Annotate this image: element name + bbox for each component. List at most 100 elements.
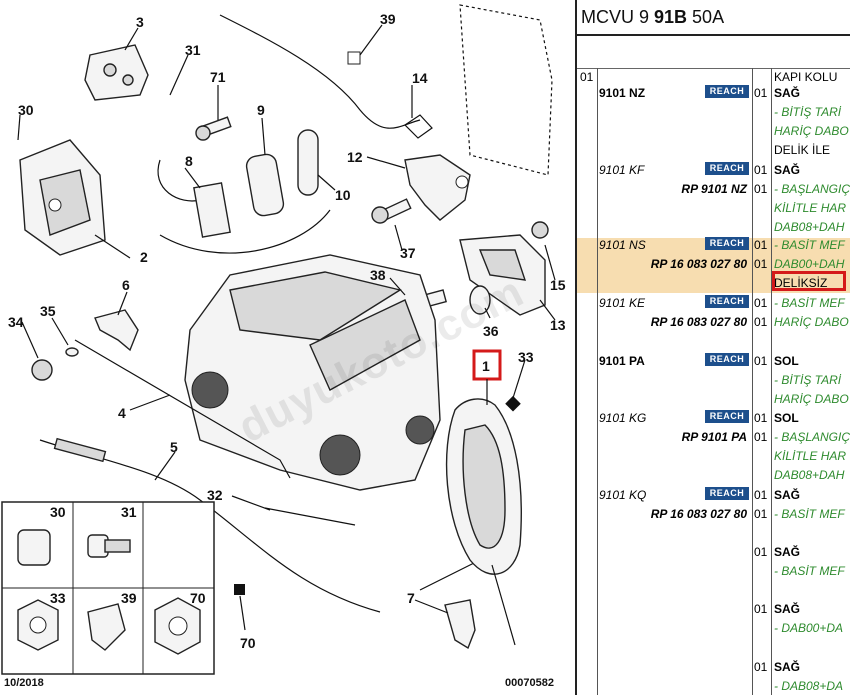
callout-9: 9	[257, 102, 265, 118]
seal-part-9	[245, 153, 285, 217]
qty: 01	[754, 411, 768, 425]
part-ref: 9101 KQ	[599, 488, 647, 502]
description-line: - BİTİŞ TARİ	[774, 105, 842, 119]
callout-12: 12	[347, 149, 363, 165]
description: SOL	[774, 411, 799, 425]
description: - BASİT MEF	[774, 238, 845, 252]
parts-table: MCVU 9 91B 50A 01 KAPI KOLU 9101 NZ REACH…	[575, 0, 850, 695]
description-line: - DAB00+DA	[774, 621, 844, 635]
description-line: - BASİT MEF	[774, 564, 845, 578]
replacement-qty: 01	[754, 507, 768, 521]
callout-34: 34	[8, 314, 24, 330]
description-line: KİLİTLE HAR	[774, 449, 847, 463]
description-line: DAB08+DAH	[774, 220, 845, 234]
replacement-ref: RP 9101 NZ	[681, 182, 747, 196]
qty: 01	[754, 660, 768, 674]
qty: 01	[754, 163, 768, 177]
lock-part-30	[19, 139, 106, 256]
callout-4: 4	[118, 405, 126, 421]
reach-badge: REACH	[705, 162, 749, 175]
fastener-legend: 30 31 33 39 70	[1, 501, 215, 675]
description-line: - BAŞLANGIÇ	[774, 430, 850, 444]
description-line: - BAŞLANGIÇ	[774, 182, 850, 196]
reach-badge: REACH	[705, 487, 749, 500]
footer-date: 10/2018	[4, 677, 44, 689]
part-ref: 9101 PA	[599, 354, 645, 368]
table-header: MCVU 9 91B 50A	[577, 0, 850, 36]
description: SOL	[774, 354, 799, 368]
description: SAĞ	[774, 488, 801, 502]
description-line: - BASİT MEF	[774, 507, 845, 521]
callout-6: 6	[122, 277, 130, 293]
legend-39: 39	[121, 590, 137, 606]
callout-3: 3	[136, 14, 144, 30]
callout-1: 1	[482, 358, 490, 374]
callout-10: 10	[335, 187, 351, 203]
header-code-bold: 91B	[654, 6, 688, 27]
footer-code: 00070582	[505, 677, 554, 689]
qty: 01	[754, 238, 768, 252]
legend-31: 31	[121, 504, 137, 520]
callout-35: 35	[40, 303, 56, 319]
callout-30: 30	[18, 102, 34, 118]
reach-badge: REACH	[705, 353, 749, 366]
legend-33: 33	[50, 590, 66, 606]
section-title: KAPI KOLU	[774, 70, 838, 84]
vehicle-illustration	[184, 254, 441, 491]
highlight-box-deliksiz	[772, 271, 846, 291]
callout-70: 70	[240, 635, 256, 651]
callout-14: 14	[412, 70, 428, 86]
callout-37: 37	[400, 245, 416, 261]
description-line: DELİKSİZ	[774, 276, 828, 290]
description: SAĞ	[774, 163, 801, 177]
part-ref: 9101 KF	[599, 163, 645, 177]
callout-8: 8	[185, 153, 193, 169]
header-code-1: MCVU 9	[581, 6, 655, 27]
reach-badge: REACH	[705, 410, 749, 423]
replacement-qty: 01	[754, 315, 768, 329]
clip-part-34	[31, 359, 53, 381]
qty: 01	[754, 86, 768, 100]
nut-part-15	[531, 221, 549, 239]
ring-part-36	[469, 285, 491, 315]
description-line: DELİK İLE	[774, 143, 831, 157]
bracket-part-6	[94, 309, 139, 352]
callout-33: 33	[518, 349, 534, 365]
callout-7: 7	[407, 590, 415, 606]
callout-36: 36	[483, 323, 499, 339]
washer-part-35	[65, 347, 79, 357]
description-line: DAB08+DAH	[774, 468, 845, 482]
description-line: - DAB08+DA	[774, 679, 844, 693]
screw-part-37	[371, 198, 412, 224]
description-line: HARİÇ DABO	[774, 315, 849, 329]
replacement-qty: 01	[754, 257, 768, 271]
replacement-ref: RP 16 083 027 80	[650, 315, 747, 329]
part-ref: 9101 KE	[599, 296, 646, 310]
legend-70: 70	[190, 590, 206, 606]
section-qty: 01	[580, 70, 594, 84]
callout-39: 39	[380, 11, 396, 27]
part-ref: 9101 NZ	[599, 86, 646, 100]
header-code-2: 50A	[687, 6, 725, 27]
bezel-part-13	[459, 234, 546, 316]
description-line: - BİTİŞ TARİ	[774, 373, 842, 387]
reach-badge: REACH	[705, 237, 749, 250]
replacement-qty: 01	[754, 182, 768, 196]
replacement-ref: RP 16 083 027 80	[650, 507, 747, 521]
qty: 01	[754, 488, 768, 502]
qty: 01	[754, 602, 768, 616]
description: - BASİT MEF	[774, 296, 845, 310]
replacement-qty: 01	[754, 430, 768, 444]
description: SAĞ	[774, 602, 801, 616]
table-subheader	[577, 36, 850, 69]
reach-badge: REACH	[705, 295, 749, 308]
callout-2: 2	[140, 249, 148, 265]
screw-part-71	[195, 116, 232, 141]
qty: 01	[754, 296, 768, 310]
bracket-part-7	[444, 599, 476, 650]
qty: 01	[754, 354, 768, 368]
outer-handle-part-1	[445, 398, 522, 575]
description: SAĞ	[774, 545, 801, 559]
description: SAĞ	[774, 660, 801, 674]
part-ref: 9101 NS	[599, 238, 646, 252]
